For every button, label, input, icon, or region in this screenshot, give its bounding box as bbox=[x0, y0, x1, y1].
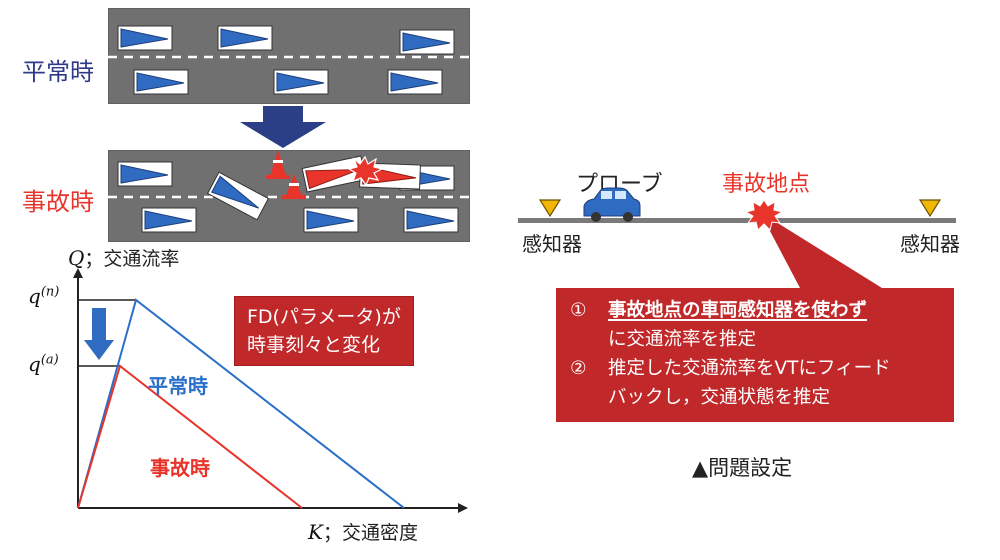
fd-change-note: FD(パラメータ)が 時事刻々と変化 bbox=[234, 296, 414, 366]
accident-road bbox=[108, 150, 470, 242]
y-axis-symbol: Q bbox=[68, 246, 85, 270]
road-line bbox=[518, 218, 956, 223]
item-number: ② bbox=[570, 358, 587, 379]
accident-road-label: 事故時 bbox=[22, 188, 94, 216]
vehicle bbox=[303, 207, 359, 233]
item2-line1: 推定した交通流率をVTにフィード bbox=[608, 358, 891, 379]
vehicle bbox=[399, 29, 455, 55]
accident-curve-label: 事故時 bbox=[150, 456, 210, 480]
x-axis-text: ；交通密度 bbox=[322, 522, 418, 544]
probe-car-icon bbox=[583, 187, 641, 222]
fd-note-line1: FD(パラメータ)が bbox=[247, 306, 401, 328]
normal-road-label: 平常時 bbox=[22, 58, 94, 86]
transition-down-arrow bbox=[240, 106, 326, 148]
vehicle bbox=[387, 69, 443, 95]
accident-point-label: 事故地点 bbox=[722, 172, 811, 197]
series-accident-fd bbox=[77, 364, 303, 509]
item-number: ① bbox=[570, 300, 587, 321]
figure-caption: ▲問題設定 bbox=[692, 456, 793, 480]
vehicle bbox=[217, 25, 273, 51]
vehicle bbox=[273, 69, 329, 95]
fundamental-diagram-chart bbox=[73, 268, 468, 513]
crash-burst-icon bbox=[347, 155, 384, 187]
x-axis-label: K；交通密度 bbox=[308, 518, 418, 545]
detector-icon bbox=[918, 199, 942, 218]
normal-road bbox=[108, 8, 470, 104]
normal-curve-label: 平常時 bbox=[148, 374, 208, 398]
fd-note-line2: 時事刻々と変化 bbox=[247, 334, 381, 356]
vehicle bbox=[403, 207, 459, 233]
item1-line1: 事故地点の車両感知器を使わず bbox=[608, 300, 868, 321]
traffic-cone-icon bbox=[266, 150, 290, 179]
vehicle bbox=[117, 161, 173, 187]
item2-line2: バックし，交通状態を推定 bbox=[608, 387, 831, 408]
item1-line2: に交通流率を推定 bbox=[608, 329, 757, 350]
detector-right-label: 感知器 bbox=[900, 232, 960, 256]
y-tick-qn: q(n) bbox=[28, 284, 60, 308]
accident-burst-icon bbox=[744, 199, 784, 231]
y-axis-label: Q；交通流率 bbox=[68, 244, 179, 271]
series-normal-fd bbox=[77, 298, 405, 509]
y-tick-qa: q(a) bbox=[28, 352, 59, 376]
callout-pointer bbox=[760, 212, 882, 288]
skewed-vehicle bbox=[206, 171, 270, 221]
y-axis-text: ；交通流率 bbox=[84, 248, 180, 270]
vehicle bbox=[117, 25, 173, 51]
capacity-drop-arrow bbox=[84, 308, 114, 360]
detector-left-label: 感知器 bbox=[522, 232, 582, 256]
detector-icon bbox=[538, 199, 562, 218]
vehicle bbox=[141, 207, 197, 233]
x-axis-symbol: K bbox=[308, 520, 323, 544]
vehicle bbox=[133, 69, 189, 95]
road-line-scene bbox=[518, 187, 956, 288]
crashed-vehicle bbox=[301, 155, 367, 193]
method-item-1: ① 事故地点の車両感知器を使わず に交通流率を推定 bbox=[570, 296, 940, 354]
traffic-cone-icon bbox=[282, 174, 306, 199]
method-item-2: ② 推定した交通流率をVTにフィード バックし，交通状態を推定 bbox=[570, 354, 940, 412]
method-callout: ① 事故地点の車両感知器を使わず に交通流率を推定 ② 推定した交通流率をVTに… bbox=[556, 288, 954, 422]
